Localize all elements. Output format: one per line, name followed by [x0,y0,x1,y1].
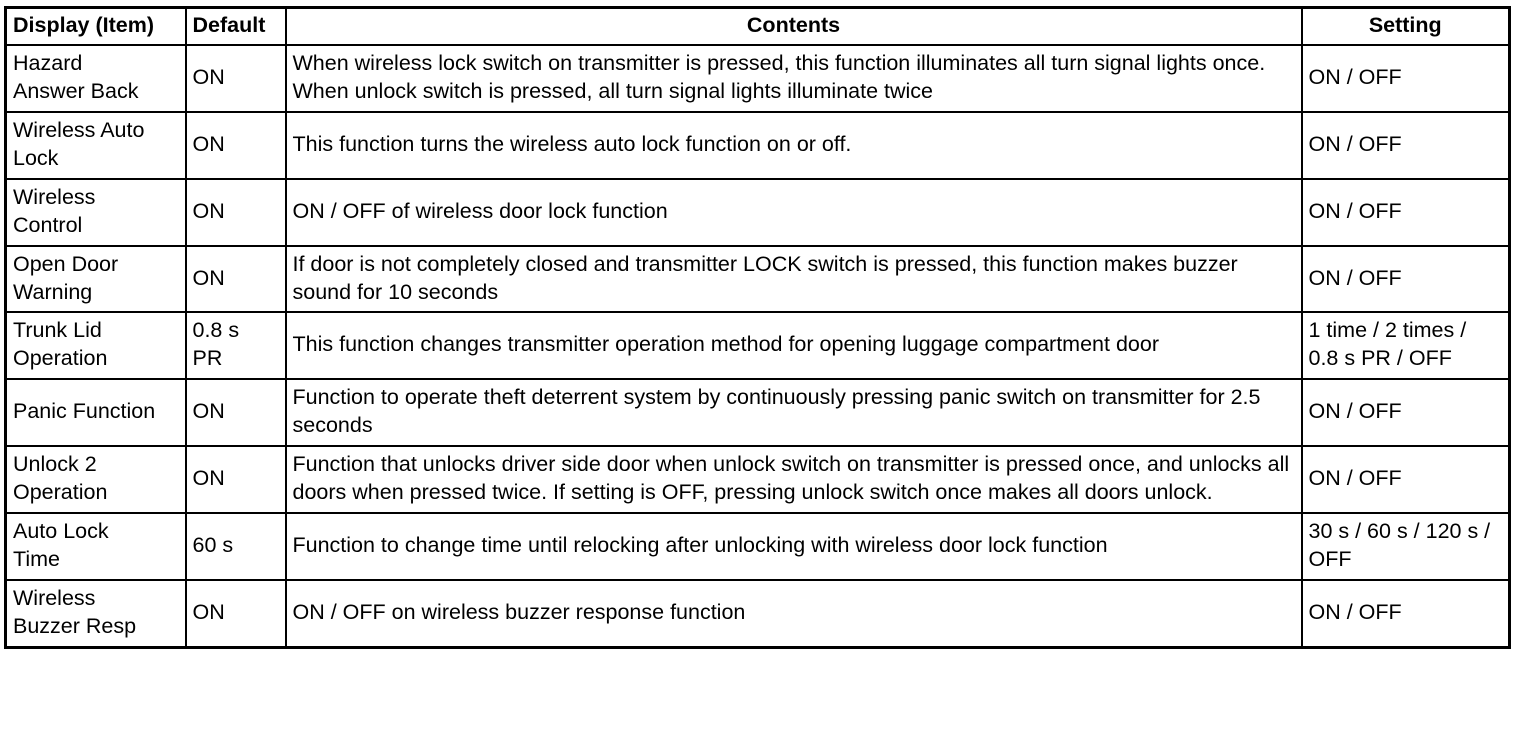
cell-contents-description: If door is not completely closed and tra… [284,244,1303,314]
cell-setting-options: 30 s / 60 s / 120 s / OFF [1300,512,1511,581]
cell-contents-description: This function changes transmitter operat… [284,311,1303,381]
cell-setting-options: ON / OFF [1300,378,1511,448]
cell-display-item: Open Door Warning [4,244,187,314]
cell-default-value: ON [184,244,287,314]
cell-default-value: ON [184,110,287,180]
cell-contents-description: When wireless lock switch on transmitter… [284,43,1303,113]
cell-setting-options: 1 time / 2 times / 0.8 s PR / OFF [1300,311,1511,381]
cell-display-item: Wireless Auto Lock [4,110,187,180]
cell-contents-description: ON / OFF on wireless buzzer response fun… [284,578,1303,649]
cell-display-item: Auto Lock Time [4,512,187,581]
cell-setting-options: ON / OFF [1300,110,1511,180]
cell-setting-options: ON / OFF [1300,578,1511,649]
cell-setting-options: ON / OFF [1300,177,1511,247]
cell-contents-description: Function to operate theft deterrent syst… [284,378,1303,448]
cell-default-value: ON [184,578,287,649]
cell-display-item: Trunk Lid Operation [4,311,187,381]
cell-setting-options: ON / OFF [1300,43,1511,113]
cell-display-item: Panic Function [4,378,187,448]
column-header-contents: Contents [284,6,1303,46]
cell-default-value: ON [184,378,287,448]
column-header-display-item: Display (Item) [4,6,187,46]
cell-display-item: Unlock 2 Operation [4,445,187,515]
cell-display-item: Wireless Control [4,177,187,247]
cell-setting-options: ON / OFF [1300,244,1511,314]
cell-default-value: 0.8 s PR [184,311,287,381]
column-header-setting: Setting [1300,6,1511,46]
cell-contents-description: This function turns the wireless auto lo… [284,110,1303,180]
cell-contents-description: ON / OFF of wireless door lock function [284,177,1303,247]
cell-default-value: ON [184,43,287,113]
cell-display-item: Wireless Buzzer Resp [4,578,187,649]
cell-default-value: 60 s [184,512,287,581]
cell-setting-options: ON / OFF [1300,445,1511,515]
table-header: Display (Item) Default Contents Setting [4,6,1511,46]
customize-function-table: Display (Item) Default Contents Setting … [4,6,1511,649]
cell-default-value: ON [184,445,287,515]
cell-default-value: ON [184,177,287,247]
cell-contents-description: Function that unlocks driver side door w… [284,445,1303,515]
cell-contents-description: Function to change time until relocking … [284,512,1303,581]
cell-display-item: Hazard Answer Back [4,43,187,113]
column-header-default: Default [184,6,287,46]
table-header-row: Display (Item) Default Contents Setting [4,6,1511,46]
